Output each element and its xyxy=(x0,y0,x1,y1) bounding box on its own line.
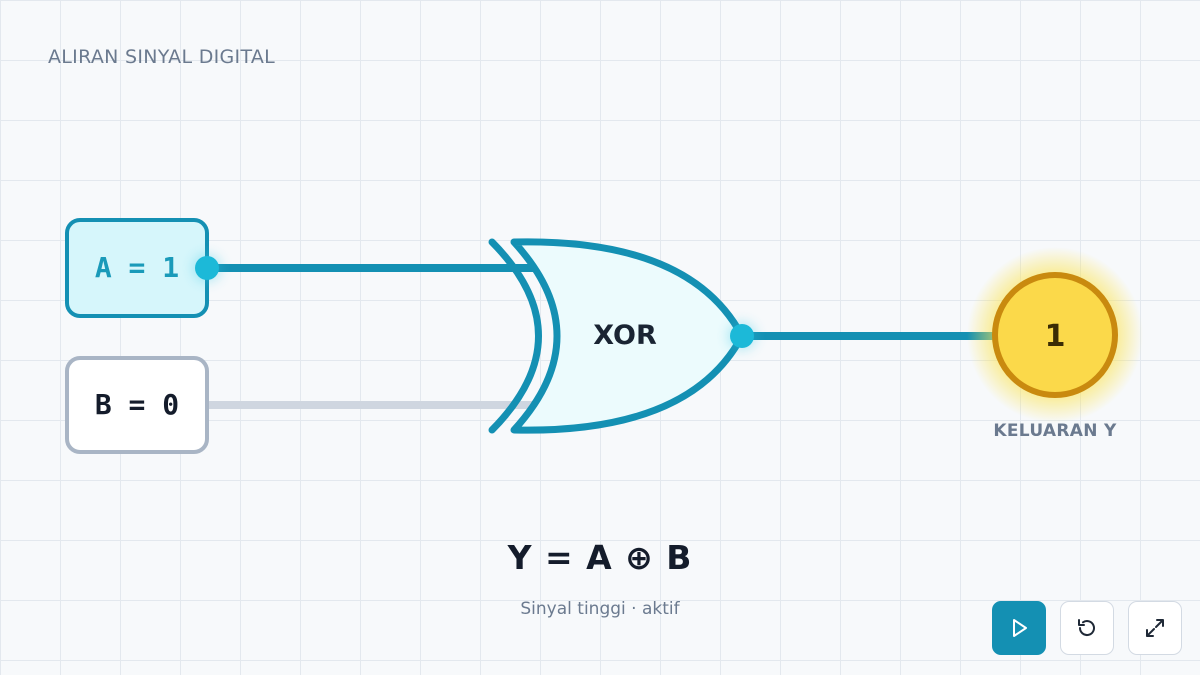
output-value: 1 xyxy=(1045,319,1066,354)
output-caption: KELUARAN Y xyxy=(993,421,1117,441)
input-b-label: B = 0 xyxy=(95,388,179,421)
play-button[interactable] xyxy=(992,601,1046,655)
play-icon xyxy=(1013,619,1027,637)
status-text: Sinyal tinggi · aktif xyxy=(520,599,680,619)
reset-icon xyxy=(1078,619,1095,637)
gate-output-port xyxy=(730,324,754,348)
xor-input-curve xyxy=(488,238,542,434)
reset-button[interactable] xyxy=(1060,601,1114,655)
input-a-port xyxy=(195,256,219,280)
expand-icon xyxy=(1146,619,1164,637)
fullscreen-button[interactable] xyxy=(1128,601,1182,655)
gate-label: XOR xyxy=(593,320,657,351)
input-a-label: A = 1 xyxy=(95,251,179,284)
input-b-box[interactable] xyxy=(65,356,209,454)
equation: Y = A ⊕ B xyxy=(507,538,693,577)
xor-gate-body xyxy=(510,238,746,434)
diagram-title: ALIRAN SINYAL DIGITAL xyxy=(48,46,276,68)
output-lamp[interactable] xyxy=(992,272,1118,398)
